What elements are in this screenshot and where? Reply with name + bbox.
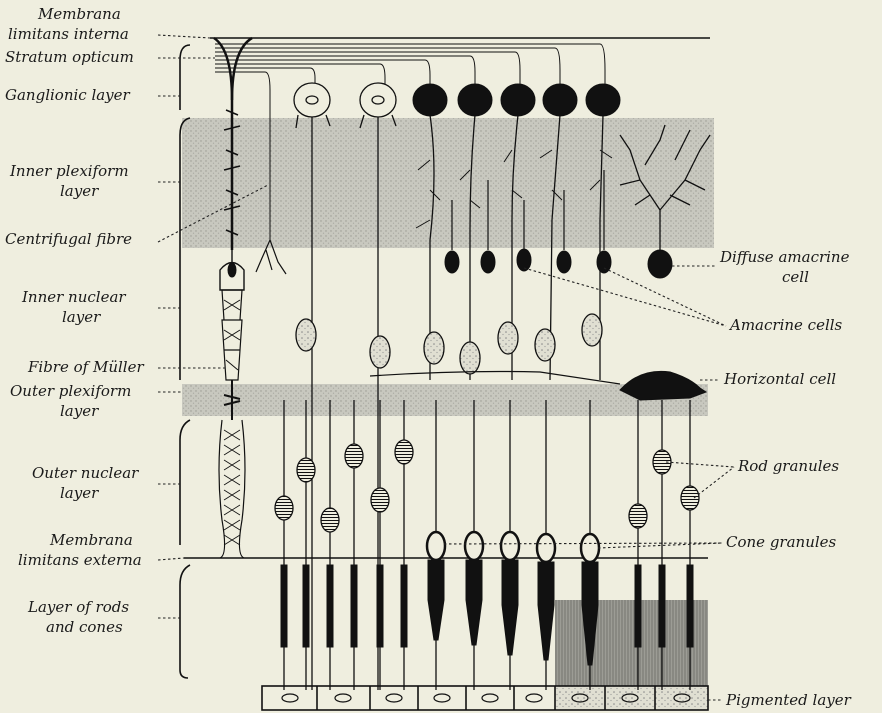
label-diffuse-amacrine-1: Diffuse amacrine — [719, 248, 850, 266]
label-inner-nuclear-1: Inner nuclear — [21, 288, 126, 306]
label-outer-plexiform-1: Outer plexiform — [10, 382, 131, 400]
label-membrana-externa-1: Membrana — [49, 531, 133, 549]
pigment-epithelium-shade — [555, 600, 708, 686]
label-outer-nuclear-2: layer — [60, 484, 99, 502]
label-fibre-of-muller: Fibre of Müller — [27, 358, 144, 376]
label-diffuse-amacrine-2: cell — [782, 268, 809, 286]
label-inner-plexiform-1: Inner plexiform — [9, 162, 129, 180]
bipolar-cells — [296, 314, 602, 374]
label-inner-plexiform-2: layer — [60, 182, 99, 200]
label-outer-plexiform-2: layer — [60, 402, 99, 420]
left-labels: Membrana limitans interna Stratum opticu… — [5, 5, 144, 636]
label-inner-nuclear-2: layer — [62, 308, 101, 326]
label-rods-cones-2: and cones — [46, 618, 123, 636]
label-ganglionic-layer: Ganglionic layer — [5, 86, 131, 104]
label-rod-granules: Rod granules — [737, 457, 839, 475]
label-horizontal-cell: Horizontal cell — [723, 370, 836, 388]
label-membrana-interna-2: limitans interna — [8, 25, 129, 43]
inner-plexiform-band — [182, 118, 714, 248]
label-outer-nuclear-1: Outer nuclear — [32, 464, 139, 482]
pigment-band-lower — [555, 686, 708, 710]
right-labels: Diffuse amacrine cell Amacrine cells Hor… — [719, 248, 852, 709]
label-membrana-interna-1: Membrana — [37, 5, 121, 23]
label-cone-granules: Cone granules — [726, 533, 837, 551]
label-centrifugal-fibre: Centrifugal fibre — [5, 230, 132, 248]
label-membrana-externa-2: limitans externa — [18, 551, 142, 569]
label-stratum-opticum: Stratum opticum — [5, 48, 134, 66]
rod-granules — [275, 440, 699, 532]
label-amacrine-cells: Amacrine cells — [728, 316, 843, 334]
muller-fibre — [214, 38, 252, 558]
label-pigmented-layer: Pigmented layer — [725, 691, 852, 709]
label-rods-cones-1: Layer of rods — [27, 598, 129, 616]
